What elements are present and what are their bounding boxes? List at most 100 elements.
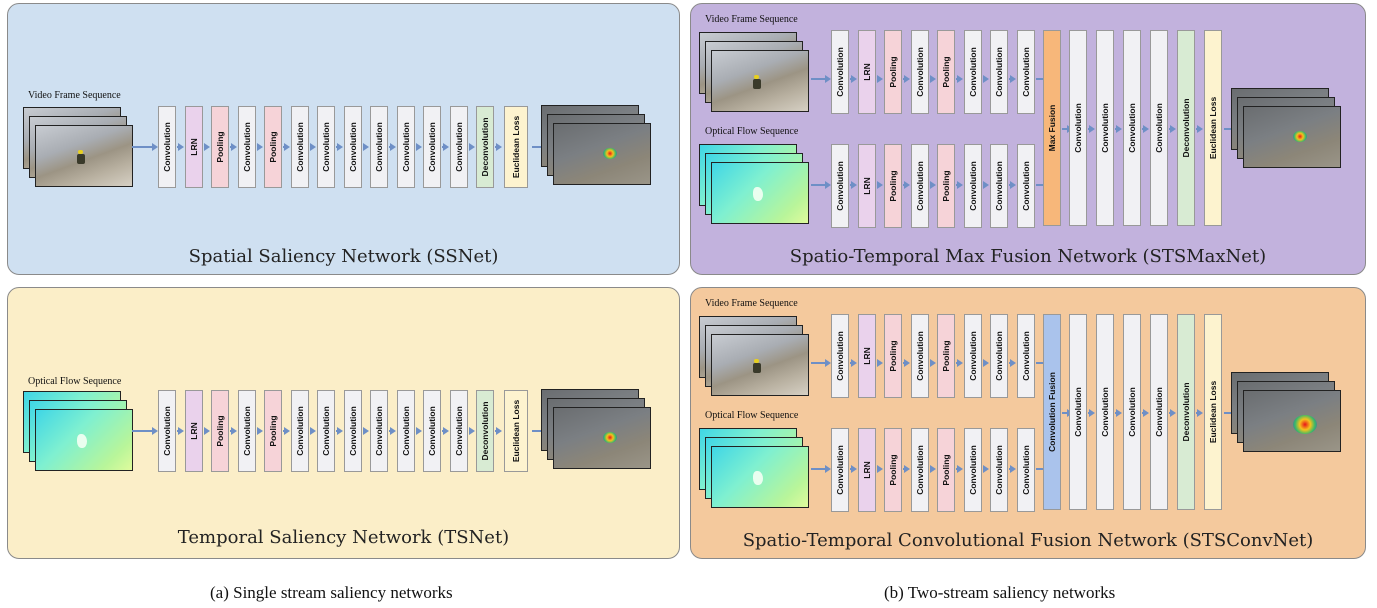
stsmax-post-layer-convolution: Convolution [1123, 30, 1141, 226]
stsmax-flow-arrow [956, 181, 960, 189]
stsconv-flow-layer-convolution-label: Convolution [967, 445, 978, 495]
stsmax-flow-layer-pooling: Pooling [884, 144, 902, 228]
tsnet-layer-convolution: Convolution [343, 390, 362, 472]
stsmax-flow-layer-lrn-label: LRN [861, 177, 872, 195]
saliency-heatmap [603, 431, 617, 443]
stsmax-fusion-layer-label: Max Fusion [1047, 104, 1057, 152]
stsmax-video-layer-pooling-label: Pooling [941, 56, 951, 88]
stsconv-flow-label: Optical Flow Sequence [705, 410, 799, 421]
ssnet-layer-pooling-label: Pooling [268, 131, 278, 163]
ssnet-layer-convolution-label: Convolution [453, 122, 464, 172]
stsmax-post-layer-convolution: Convolution [1150, 30, 1168, 226]
tsnet-layer-pooling: Pooling [211, 390, 229, 472]
tsnet-layer-convolution: Convolution [449, 390, 468, 472]
ssnet-layer-pooling: Pooling [264, 106, 282, 188]
stsconv-post-arrow [1142, 409, 1149, 417]
stsconv-flow-layer-convolution: Convolution [831, 428, 849, 512]
tsnet-output-frame [553, 407, 651, 469]
ssnet-arrow [230, 143, 234, 151]
stsmax-post-arrow [1115, 125, 1122, 133]
stsconv-video-arrow [876, 359, 880, 367]
tsnet-arrow [203, 427, 207, 435]
ssnet-arrow [362, 143, 366, 151]
stsmax-video-layer-lrn-label: LRN [861, 63, 872, 81]
stsmax-post-arrow [1142, 125, 1149, 133]
tsnet-arrow [256, 427, 260, 435]
tsnet-arrow [230, 427, 234, 435]
stsconv-flow-layer-lrn: LRN [857, 428, 876, 512]
ssnet-layer-convolution-label: Convolution [241, 122, 252, 172]
stsconv-video-input-frame [711, 334, 809, 396]
stsmax-flow-layer-convolution: Convolution [910, 144, 929, 228]
stsmax-flow-arrow [1009, 181, 1013, 189]
stsconv-flow-arrow [876, 465, 880, 473]
stsconv-post-layer-convolution-label: Convolution [1127, 387, 1137, 437]
stsconv-flow-input-frame [711, 446, 809, 508]
ssnet-layer-convolution-label: Convolution [162, 122, 172, 172]
stsconv-video-layer-convolution-label: Convolution [994, 331, 1004, 381]
stsconv-post-arrow [1115, 409, 1122, 417]
tsnet-layer-convolution: Convolution [237, 390, 256, 472]
stsconv-post-layer-deconvolution-label: Deconvolution [1181, 382, 1191, 442]
stsmax-video-layer-convolution-label: Convolution [994, 47, 1004, 97]
stsmax-post-layer-convolution: Convolution [1096, 30, 1114, 226]
stsconv-video-layer-pooling-label: Pooling [941, 340, 951, 372]
stsconv-video-layer-pooling: Pooling [937, 314, 955, 398]
stsconv-video-arrow [1009, 359, 1013, 367]
ssnet-layer-euclidean-loss: Euclidean Loss [503, 106, 528, 188]
ssnet-input-label: Video Frame Sequence [28, 90, 121, 101]
ssnet-layer-convolution: Convolution [423, 106, 441, 188]
ssnet-layer-convolution: Convolution [396, 106, 415, 188]
stsmax-flow-arrow [876, 181, 880, 189]
stsmax-flow-layer-convolution: Convolution [1016, 144, 1035, 228]
ssnet-layer-pooling: Pooling [211, 106, 229, 188]
stsmax-video-arrow [1009, 75, 1013, 83]
stsmax-video-layer-lrn: LRN [857, 30, 876, 114]
stsconv-video-arrow [850, 359, 854, 367]
stsconv-video-layer-convolution: Convolution [1016, 314, 1035, 398]
stsmax-post-layer-deconvolution: Deconvolution [1177, 30, 1195, 226]
stsmax-video-layer-convolution-label: Convolution [967, 47, 978, 97]
ssnet-layer-convolution: Convolution [343, 106, 362, 188]
stsconv-video-layer-pooling-label: Pooling [888, 340, 898, 372]
ssnet-layer-convolution-label: Convolution [400, 122, 411, 172]
stsmax-post-arrow [1196, 125, 1203, 133]
stsmax-flow-layer-convolution-label: Convolution [994, 161, 1004, 211]
stsconv-output-frame [1243, 390, 1341, 452]
stsconv-flow-layer-convolution: Convolution [1016, 428, 1035, 512]
stsconv-flow-arrow [982, 465, 986, 473]
stsconv-video-layer-convolution: Convolution [963, 314, 982, 398]
stsmax-video-layer-convolution-label: Convolution [835, 47, 845, 97]
stsmax-flow-arrow [903, 181, 907, 189]
stsmax-video-arrow [929, 75, 933, 83]
stsconv-fusion-layer-label: Convolution Fusion [1047, 372, 1057, 452]
stsmax-video-layer-convolution: Convolution [910, 30, 929, 114]
stsmax-post-layer-convolution-label: Convolution [1154, 103, 1164, 153]
stsmax-flow-arrow [982, 181, 986, 189]
ssnet-title: Spatial Saliency Network (SSNet) [188, 246, 499, 267]
stsmax-flow-input-frame [711, 162, 809, 224]
stsmax-post-arrow [1169, 125, 1176, 133]
stsconv-flow-layer-pooling: Pooling [884, 428, 902, 512]
stsconv-flow-arrow [850, 465, 854, 473]
ssnet-layer-convolution: Convolution [290, 106, 309, 188]
stsmax-flow-layer-convolution-label: Convolution [967, 161, 978, 211]
stsconv-flow-arrow [903, 465, 907, 473]
tsnet-layer-convolution: Convolution [396, 390, 415, 472]
rider-figure [77, 149, 86, 164]
stsconv-flow-layer-lrn-label: LRN [861, 461, 872, 479]
stsconv-flow-arrow [956, 465, 960, 473]
tsnet-layer-lrn: LRN [184, 390, 203, 472]
stsmax-video-layer-convolution-label: Convolution [1020, 47, 1031, 97]
ssnet-arrow [256, 143, 260, 151]
stsmax-post-layer-deconvolution-label: Deconvolution [1181, 98, 1191, 158]
stsmax-output-frame [1243, 106, 1341, 168]
stsmax-video-arrow [956, 75, 960, 83]
tsnet-arrow [389, 427, 393, 435]
stsconv-video-layer-convolution: Convolution [910, 314, 929, 398]
stsconv-post-layer-convolution: Convolution [1123, 314, 1141, 510]
tsnet-layer-convolution: Convolution [317, 390, 335, 472]
stsmax-video-label: Video Frame Sequence [705, 14, 798, 25]
stsmax-flow-arrow [929, 181, 933, 189]
caption-b: (b) Two-stream saliency networks [884, 583, 1116, 602]
